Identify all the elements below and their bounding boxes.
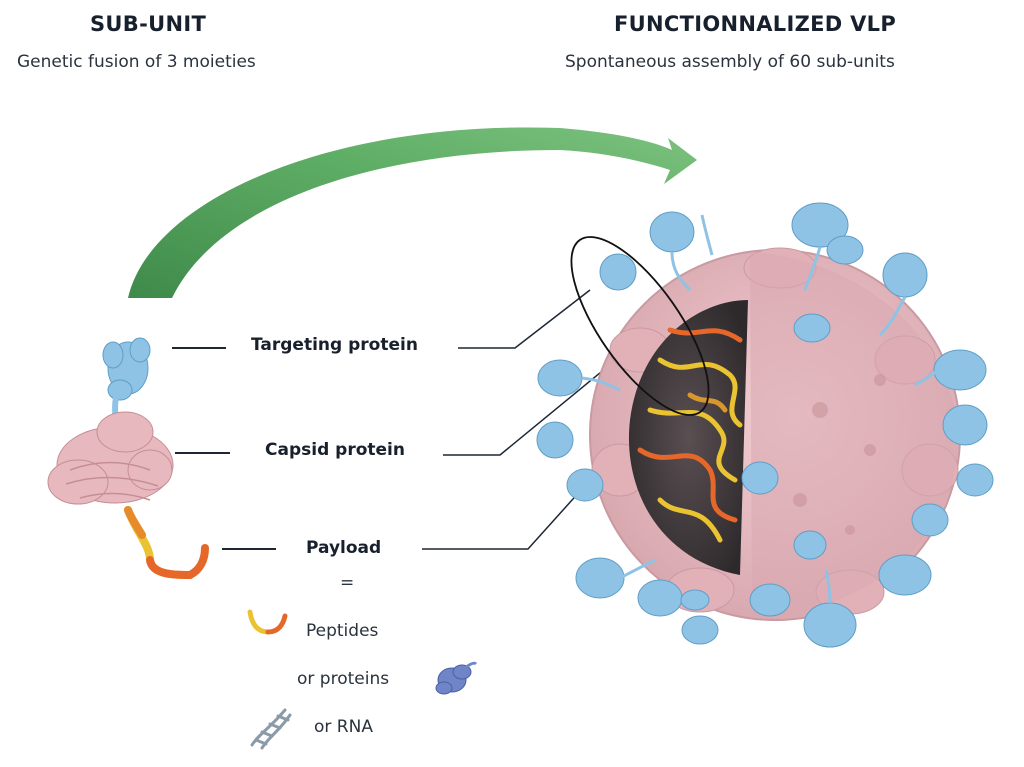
- peptide-icon: [247, 609, 288, 635]
- assembly-arrow: [128, 127, 697, 298]
- subunit-title: SUB-UNIT: [90, 12, 207, 36]
- subunit-subtitle: Genetic fusion of 3 moieties: [17, 52, 256, 72]
- vlp-subtitle: Spontaneous assembly of 60 sub-units: [565, 52, 895, 72]
- cutaway-highlight-ellipse: [570, 236, 710, 416]
- targeting-protein-label: Targeting protein: [251, 335, 418, 355]
- capsid-protein-label: Capsid protein: [265, 440, 405, 460]
- subunit-molecule: [47, 337, 209, 580]
- targeting-right-line: [458, 289, 591, 349]
- protein-icon: [435, 661, 478, 695]
- payload-equals-sign: =: [340, 573, 355, 593]
- rna-icon: [250, 708, 292, 750]
- vlp-targeting-proteins: [536, 202, 994, 648]
- vlp-particle: [536, 202, 994, 648]
- left-connector-lines: [172, 347, 276, 550]
- subunit-payload-domain: [124, 506, 209, 580]
- vlp-title: FUNCTIONNALIZED VLP: [614, 12, 897, 36]
- payload-label: Payload: [306, 538, 382, 558]
- peptides-label: Peptides: [306, 621, 379, 641]
- vlp-capsid-right-half: [750, 252, 959, 618]
- proteins-label: or proteins: [297, 669, 390, 689]
- rna-label: or RNA: [314, 717, 373, 737]
- subunit-capsid-domain: [47, 411, 174, 505]
